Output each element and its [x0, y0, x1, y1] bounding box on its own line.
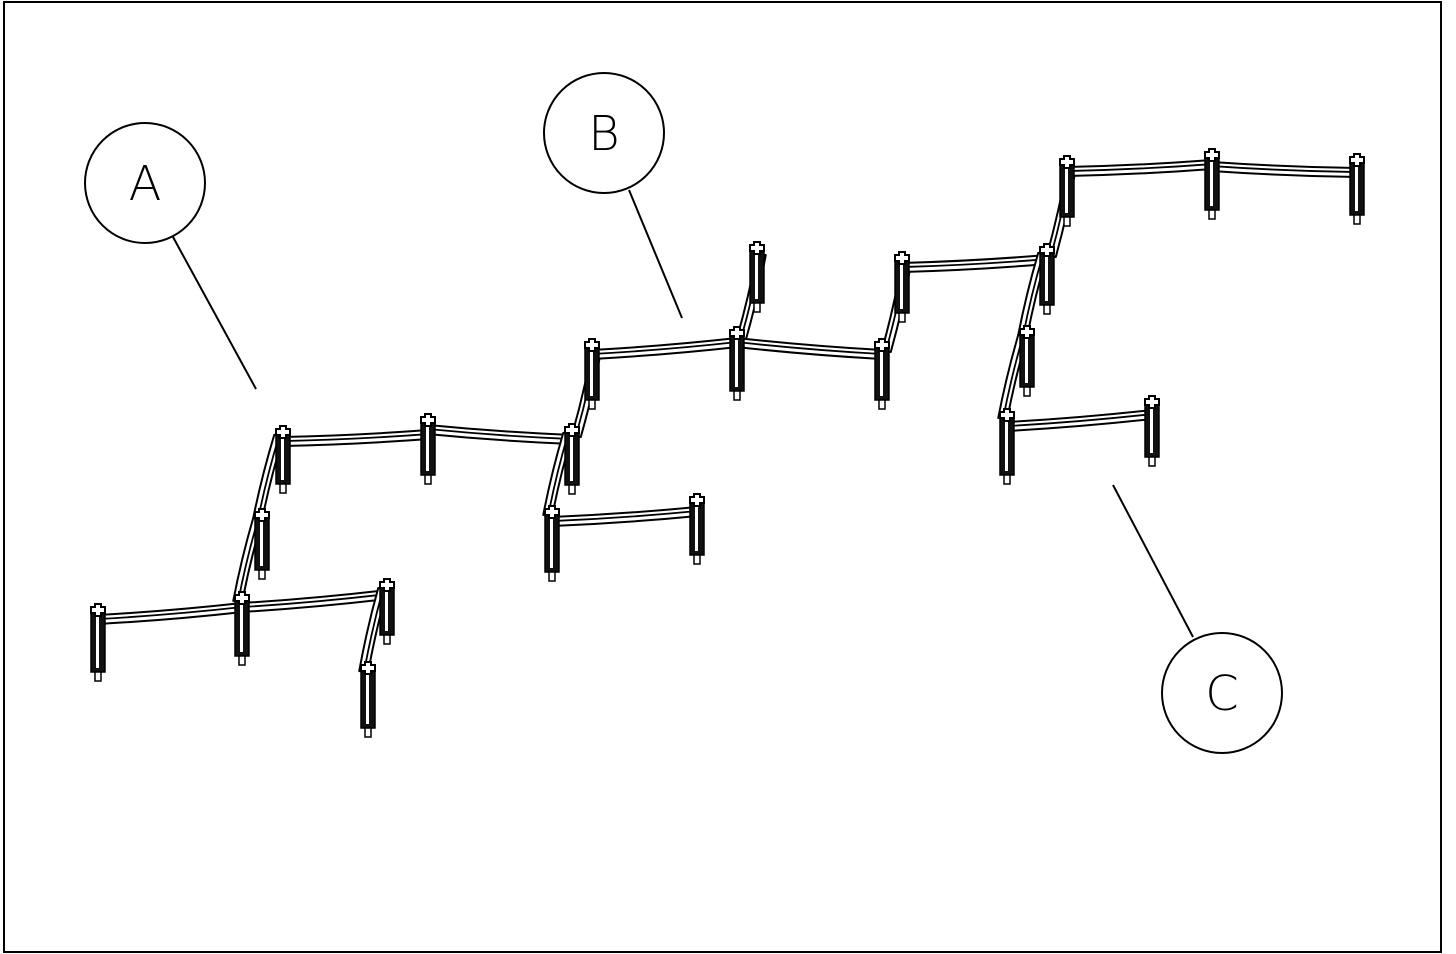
callout-a: A — [84, 122, 257, 390]
callout-c-circle — [1161, 632, 1283, 754]
callout-a-circle — [84, 122, 206, 244]
callout-a-leader — [172, 236, 257, 390]
beam-6-centerline — [242, 593, 388, 608]
callout-c: C — [1112, 484, 1283, 754]
beams-group — [97, 159, 1358, 674]
beam-21-centerline — [1007, 413, 1153, 427]
beam-13-centerline — [736, 341, 882, 355]
post-13 — [749, 241, 765, 313]
post-3 — [234, 591, 250, 666]
drawing-frame — [3, 1, 1442, 953]
post-11 — [584, 338, 600, 410]
post-8 — [564, 423, 580, 495]
post-7 — [360, 661, 376, 738]
post-14 — [874, 338, 890, 410]
beam-9-centerline — [552, 510, 698, 522]
post-16 — [1039, 243, 1055, 315]
post-10 — [689, 493, 705, 565]
callout-b-leader — [628, 189, 683, 319]
callout-b: B — [543, 72, 683, 319]
beam-5-centerline — [98, 606, 243, 620]
beam-18-centerline — [1211, 165, 1357, 173]
post-20 — [1144, 395, 1160, 467]
post-15 — [894, 251, 910, 323]
post-18 — [1019, 325, 1035, 397]
beam-15-centerline — [902, 258, 1048, 268]
callout-b-circle — [543, 72, 665, 194]
post-12 — [729, 326, 745, 401]
beam-17-centerline — [1067, 163, 1213, 172]
callout-c-label: C — [1205, 666, 1239, 722]
post-22 — [1349, 153, 1365, 225]
beam-11-centerline — [592, 341, 738, 355]
post-1 — [275, 425, 291, 494]
post-19 — [999, 408, 1015, 485]
post-6 — [379, 578, 395, 645]
post-9 — [544, 505, 560, 582]
post-17 — [1059, 155, 1075, 227]
post-5 — [420, 413, 436, 485]
post-2 — [254, 508, 270, 580]
posts-group — [90, 148, 1365, 738]
callout-b-label: B — [588, 106, 619, 162]
callout-c-leader — [1112, 484, 1194, 638]
post-21 — [1204, 148, 1220, 220]
beam-1-centerline — [283, 433, 429, 442]
beam-2-centerline — [427, 428, 572, 440]
callout-a-label: A — [129, 156, 162, 212]
post-4 — [90, 603, 106, 682]
